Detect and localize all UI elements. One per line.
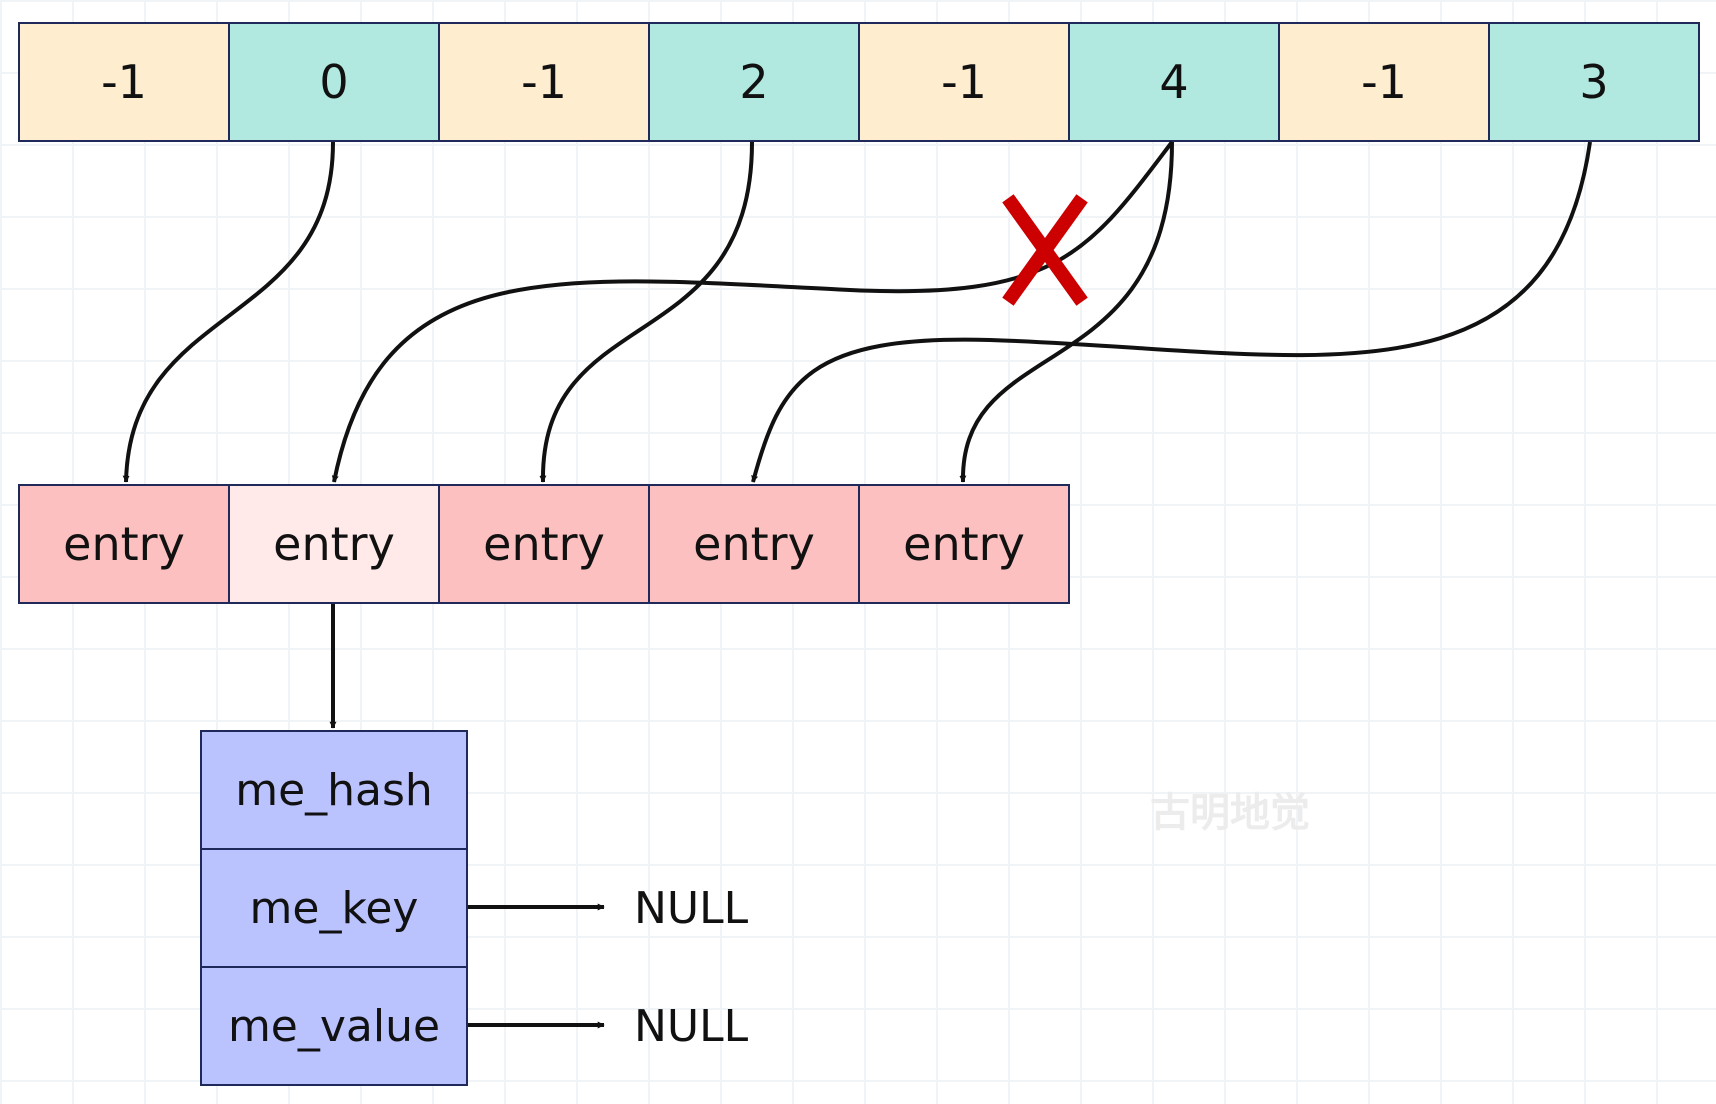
indices-array: -1 0 -1 2 -1 4 -1 3 [18,22,1700,142]
entry-0: entry [18,484,230,604]
arrow-index5-to-entry4 [959,141,1174,483]
arrow-index3-to-entry2 [539,141,754,483]
entry-3: entry [648,484,860,604]
arrow-index5-to-entry1-removed [331,140,1174,483]
arrow-index7-to-entry3 [751,141,1592,483]
index-slot-1: 0 [228,22,440,142]
entry-1: entry [228,484,440,604]
field-me-value: me_value [200,966,468,1086]
index-slot-3: 2 [648,22,860,142]
index-slot-0: -1 [18,22,230,142]
field-me-hash: me_hash [200,730,468,850]
cross-mark-icon [1002,194,1088,306]
null-value-label: NULL [634,1001,749,1052]
entry-struct: me_hash me_key me_value [200,730,468,1086]
arrow-index1-to-entry0 [122,141,335,483]
entries-array: entry entry entry entry entry [18,484,1070,604]
index-slot-6: -1 [1278,22,1490,142]
null-key-label: NULL [634,883,749,934]
watermark: 古明地觉 [1150,790,1310,836]
entry-4: entry [858,484,1070,604]
index-slot-2: -1 [438,22,650,142]
index-slot-4: -1 [858,22,1070,142]
field-me-key: me_key [200,848,468,968]
index-slot-5: 4 [1068,22,1280,142]
index-slot-7: 3 [1488,22,1700,142]
